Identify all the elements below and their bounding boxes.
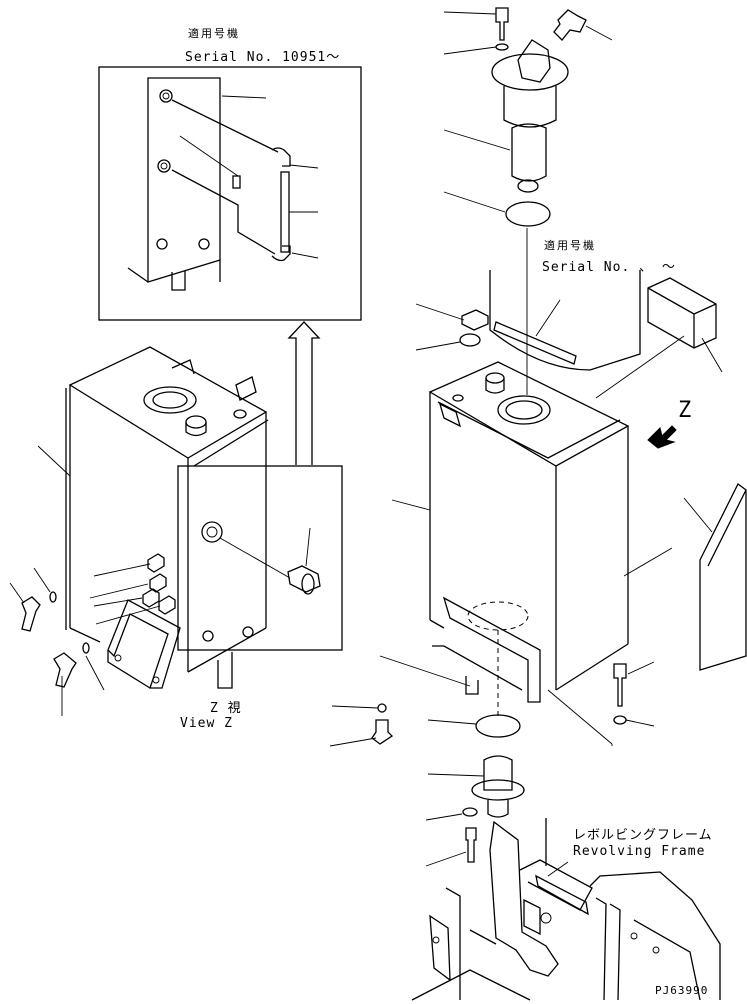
view-z-jp-label: Z 視 bbox=[210, 701, 242, 716]
detail-right-serial-label: Serial No. 、 ～ bbox=[542, 260, 676, 275]
z-direction-label: Z bbox=[678, 398, 693, 423]
bolt-and-washer bbox=[613, 661, 655, 727]
strainer-cap-parts bbox=[415, 303, 489, 351]
detail-right-applicable-machine-label: 適用号機 bbox=[544, 239, 596, 252]
suction-strainer-parts bbox=[329, 703, 525, 867]
view-z-box bbox=[177, 465, 343, 651]
revolving-frame-jp-label: レボルビングフレーム bbox=[573, 828, 713, 843]
detail-top-applicable-machine-label: 適用号機 bbox=[188, 27, 240, 40]
left-hydraulic-tank bbox=[9, 346, 269, 716]
z-view-arrow-icon bbox=[647, 425, 677, 449]
side-cover-plate bbox=[683, 483, 747, 671]
detail-outline-right bbox=[489, 270, 641, 371]
cover-block bbox=[595, 277, 723, 399]
filter-parts bbox=[443, 7, 613, 395]
up-arrow-icon bbox=[287, 321, 321, 465]
view-z-en-label: View Z bbox=[180, 716, 233, 731]
right-hydraulic-tank bbox=[379, 361, 673, 746]
drawing-number: PJ63990 bbox=[655, 984, 709, 997]
detail-top-serial-label: Serial No. 10951～ bbox=[185, 50, 341, 65]
revolving-frame-en-label: Revolving Frame bbox=[573, 844, 706, 859]
detail-box-serial-10951 bbox=[98, 66, 362, 321]
revolving-frame bbox=[411, 818, 721, 1001]
